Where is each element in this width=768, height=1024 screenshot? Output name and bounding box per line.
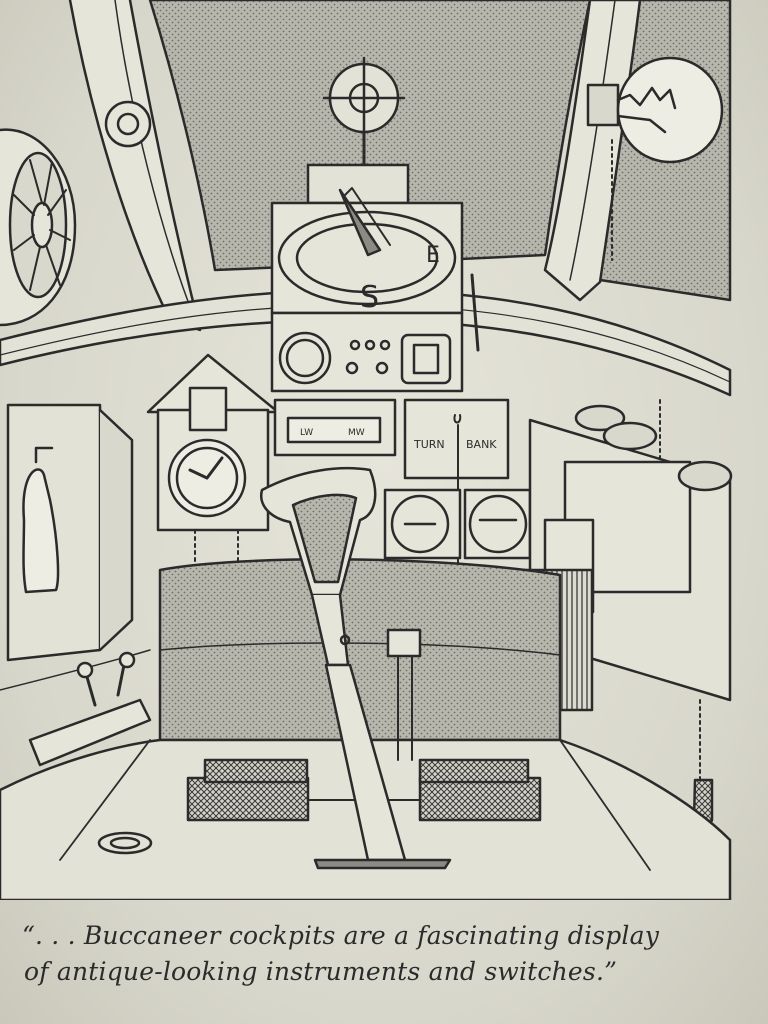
- compass-indicator: [270, 187, 464, 315]
- cockpit-illustration: S E: [0, 0, 733, 900]
- upper-instrument-panel: [270, 273, 480, 393]
- rudder-pedals: [186, 628, 542, 822]
- caption: “. . . Buccaneer cockpits are a fascinat…: [22, 918, 752, 990]
- control-column: [259, 466, 452, 870]
- caption-line-2: of antique-looking instruments and switc…: [24, 957, 618, 986]
- throttle-levers: [28, 651, 153, 855]
- caption-line-1: “. . . Buccaneer cockpits are a fascinat…: [22, 921, 660, 950]
- compass-letter-s: S: [360, 280, 379, 315]
- middle-gauges: [383, 488, 532, 560]
- bank-label: BANK: [466, 438, 497, 451]
- ventilation-fan: [0, 128, 77, 327]
- compass-letter-e: E: [426, 243, 440, 268]
- light-bulb-icon: [586, 56, 724, 261]
- frame-fitting-icon: [104, 100, 152, 148]
- radio-panel: [273, 398, 397, 457]
- left-cabinet: [0, 403, 151, 691]
- right-console: [508, 399, 733, 842]
- footwell: [158, 558, 562, 742]
- turn-label: TURN: [413, 438, 445, 451]
- radio-mw-label: MW: [348, 428, 365, 438]
- radio-lw-label: LW: [300, 428, 313, 438]
- cuckoo-clock: [146, 353, 280, 724]
- cockpit-sill: [0, 288, 732, 397]
